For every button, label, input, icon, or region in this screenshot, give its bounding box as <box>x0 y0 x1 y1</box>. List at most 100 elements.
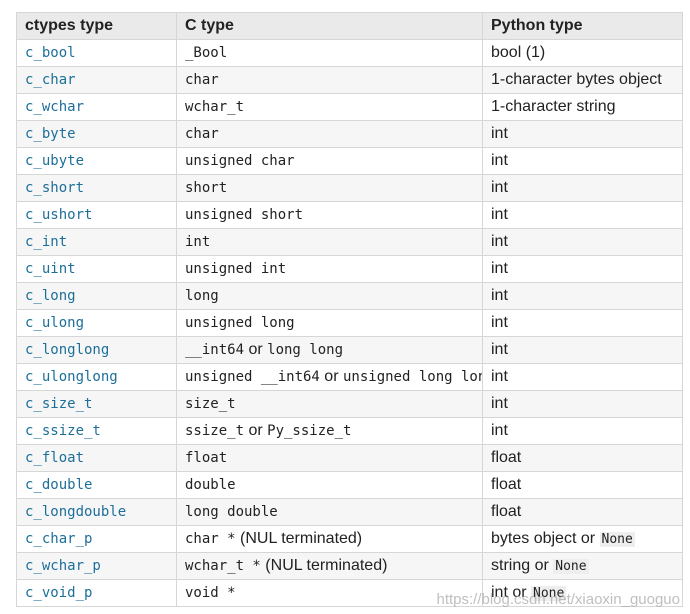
ctypes-type-cell: c_ssize_t <box>16 417 177 445</box>
ctypes-type-cell: c_longlong <box>16 336 177 364</box>
c-type-cell: long double <box>176 498 483 526</box>
cell-text: 1-character string <box>491 98 616 115</box>
ctypes-type-cell: c_ulong <box>16 309 177 337</box>
cell-text: int <box>491 422 508 439</box>
table-row: c_bool _Bool bool (1) <box>16 39 683 67</box>
cell-text: float <box>491 476 522 493</box>
ctypes-type-cell: c_int <box>16 228 177 256</box>
ctypes-type-link[interactable]: c_float <box>25 450 85 466</box>
code-text: unsigned int <box>185 261 287 277</box>
column-header-python-type: Python type <box>482 12 683 40</box>
ctypes-type-link[interactable]: c_double <box>25 477 93 493</box>
code-text: _Bool <box>185 45 228 61</box>
none-literal: None <box>553 559 589 574</box>
c-type-cell: void * <box>176 579 483 607</box>
ctypes-type-cell: c_ulonglong <box>16 363 177 391</box>
table-row: c_ulonglong unsigned __int64 or unsigned … <box>16 363 683 391</box>
c-type-cell: wchar_t <box>176 93 483 121</box>
code-text: size_t <box>185 396 236 412</box>
code-text: __int64 <box>185 342 245 358</box>
ctypes-type-link[interactable]: c_ssize_t <box>25 423 101 439</box>
cell-text: int <box>491 314 508 331</box>
code-text: unsigned short <box>185 207 304 223</box>
c-type-cell: wchar_t * (NUL terminated) <box>176 552 483 580</box>
ctypes-type-cell: c_ubyte <box>16 147 177 175</box>
python-type-cell: int or None <box>482 579 683 607</box>
cell-text: (NUL terminated) <box>235 530 363 547</box>
cell-text: bytes object or <box>491 530 600 547</box>
ctypes-type-link[interactable]: c_ushort <box>25 207 93 223</box>
code-text: ssize_t <box>185 423 245 439</box>
ctypes-type-link[interactable]: c_wchar <box>25 99 85 115</box>
code-text: unsigned long long <box>342 369 483 385</box>
cell-text: int <box>491 287 508 304</box>
ctypes-type-cell: c_wchar <box>16 93 177 121</box>
table-row: c_char_p char * (NUL terminated) bytes obj… <box>16 525 683 553</box>
ctypes-type-link[interactable]: c_longlong <box>25 342 110 358</box>
cell-text: (NUL terminated) <box>260 557 388 574</box>
ctypes-type-link[interactable]: c_size_t <box>25 396 93 412</box>
ctypes-type-cell: c_short <box>16 174 177 202</box>
code-text: int <box>185 234 211 250</box>
ctypes-type-cell: c_wchar_p <box>16 552 177 580</box>
ctypes-type-link[interactable]: c_short <box>25 180 85 196</box>
cell-text: int or <box>491 584 532 601</box>
ctypes-type-link[interactable]: c_void_p <box>25 585 93 601</box>
cell-text: int <box>491 152 508 169</box>
ctypes-type-link[interactable]: c_ubyte <box>25 153 85 169</box>
python-type-cell: int <box>482 201 683 229</box>
ctypes-type-link[interactable]: c_bool <box>25 45 76 61</box>
ctypes-type-link[interactable]: c_ulonglong <box>25 369 118 385</box>
cell-text: int <box>491 206 508 223</box>
python-type-cell: float <box>482 498 683 526</box>
python-type-cell: int <box>482 120 683 148</box>
python-type-cell: float <box>482 471 683 499</box>
code-text: unsigned char <box>185 153 295 169</box>
ctypes-type-link[interactable]: c_longdouble <box>25 504 127 520</box>
c-type-cell: unsigned long <box>176 309 483 337</box>
code-text: long long <box>267 342 343 358</box>
python-type-cell: int <box>482 363 683 391</box>
table-row: c_uint unsigned int int <box>16 255 683 283</box>
cell-text: int <box>491 368 508 385</box>
ctypes-type-link[interactable]: c_char_p <box>25 531 93 547</box>
c-type-cell: short <box>176 174 483 202</box>
code-text: unsigned long <box>185 315 295 331</box>
c-type-cell: unsigned short <box>176 201 483 229</box>
python-type-cell: int <box>482 309 683 337</box>
ctypes-type-link[interactable]: c_byte <box>25 126 76 142</box>
ctypes-type-link[interactable]: c_wchar_p <box>25 558 101 574</box>
code-text: double <box>185 477 236 493</box>
c-type-cell: unsigned int <box>176 255 483 283</box>
ctypes-table-container: ctypes type C type Python type c_bool_Bo… <box>16 12 683 607</box>
c-type-cell: double <box>176 471 483 499</box>
python-type-cell: float <box>482 444 683 472</box>
ctypes-type-cell: c_size_t <box>16 390 177 418</box>
c-type-cell: unsigned __int64 or unsigned long long <box>176 363 483 391</box>
c-type-cell: ssize_t or Py_ssize_t <box>176 417 483 445</box>
cell-text: bool (1) <box>491 44 546 61</box>
ctypes-type-link[interactable]: c_char <box>25 72 76 88</box>
ctypes-type-link[interactable]: c_int <box>25 234 68 250</box>
python-type-cell: 1-character bytes object <box>482 66 683 94</box>
cell-text: 1-character bytes object <box>491 71 662 88</box>
code-text: char <box>185 126 219 142</box>
cell-text: float <box>491 449 522 466</box>
code-text: unsigned __int64 <box>185 369 320 385</box>
cell-text: int <box>491 395 508 412</box>
code-text: long <box>185 288 219 304</box>
c-type-cell: char * (NUL terminated) <box>176 525 483 553</box>
ctypes-type-link[interactable]: c_uint <box>25 261 76 277</box>
ctypes-type-link[interactable]: c_ulong <box>25 315 85 331</box>
cell-text: float <box>491 503 522 520</box>
python-type-cell: int <box>482 255 683 283</box>
table-row: c_ssize_t ssize_t or Py_ssize_t int <box>16 417 683 445</box>
cell-text: or <box>319 368 343 385</box>
ctypes-type-cell: c_char_p <box>16 525 177 553</box>
ctypes-type-link[interactable]: c_long <box>25 288 76 304</box>
ctypes-type-cell: c_void_p <box>16 579 177 607</box>
